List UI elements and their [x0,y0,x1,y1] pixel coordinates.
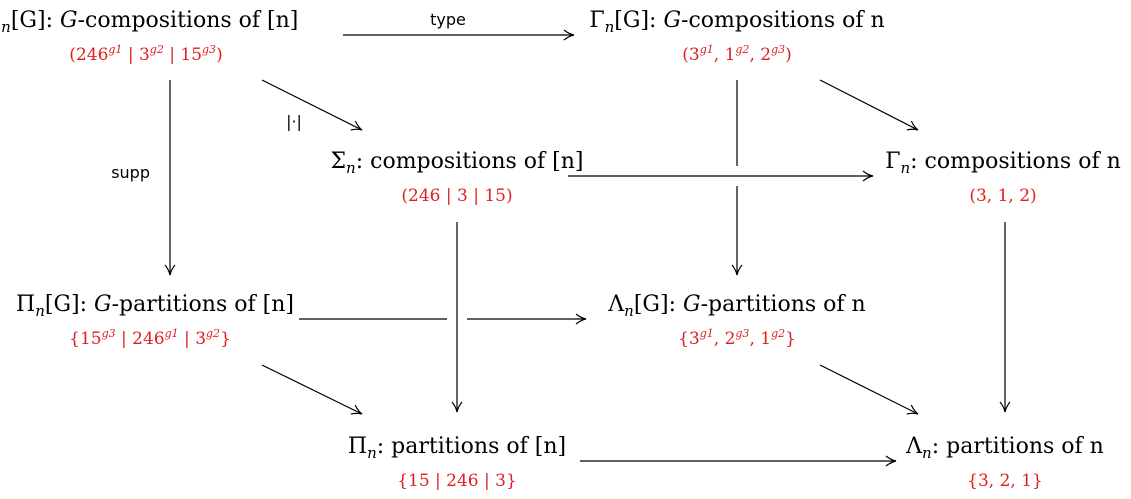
node-pi-title: Πn: partitions of [n] [348,434,566,462]
edge-sigma-g-to-sigma [261,79,363,131]
node-lambda-g: Λn[G]: G-partitions of n {3g1, 2g3, 1g2} [607,292,865,349]
node-sigma-g-title: Σn[G]: G-compositions of [n] [0,8,298,36]
node-gamma-example: (3, 1, 2) [969,186,1036,206]
node-lambda-g-example: {3g1, 2g3, 1g2} [678,327,796,349]
edge-label-abs: |·| [286,112,302,131]
node-gamma-g: Γn[G]: G-compositions of n (3g1, 1g2, 2g… [589,8,884,65]
node-gamma-g-title: Γn[G]: G-compositions of n [589,8,884,36]
edge-label-supp: supp [111,163,150,182]
edge-lambda-g-to-lambda [819,364,919,415]
node-sigma-g-example: (246g1 | 3g2 | 15g3) [69,43,222,65]
node-lambda-g-title: Λn[G]: G-partitions of n [607,292,865,320]
node-sigma-title: Σn: compositions of [n] [330,149,583,177]
node-pi-example: {15 | 246 | 3} [397,471,517,491]
edge-label-type: type [430,10,466,29]
node-pi-g: Πn[G]: G-partitions of [n] {15g3 | 246g1… [16,292,294,349]
edge-pi-g-to-pi [261,364,363,415]
node-gamma: Γn: compositions of n (3, 1, 2) [885,149,1121,206]
edge-gamma-g-to-gamma [819,79,919,131]
edges [164,29,1011,467]
node-sigma-g: Σn[G]: G-compositions of [n] (246g1 | 3g… [0,8,298,65]
node-lambda-title: Λn: partitions of n [905,434,1104,462]
node-gamma-title: Γn: compositions of n [885,149,1121,177]
node-sigma: Σn: compositions of [n] (246 | 3 | 15) [330,149,583,206]
node-pi: Πn: partitions of [n] {15 | 246 | 3} [348,434,566,491]
node-lambda-example: {3, 2, 1} [967,471,1043,491]
node-lambda: Λn: partitions of n {3, 2, 1} [905,434,1104,491]
node-pi-g-title: Πn[G]: G-partitions of [n] [16,292,294,320]
node-gamma-g-example: (3g1, 1g2, 2g3) [682,43,792,65]
node-pi-g-example: {15g3 | 246g1 | 3g2} [69,327,231,349]
node-sigma-example: (246 | 3 | 15) [401,186,512,206]
